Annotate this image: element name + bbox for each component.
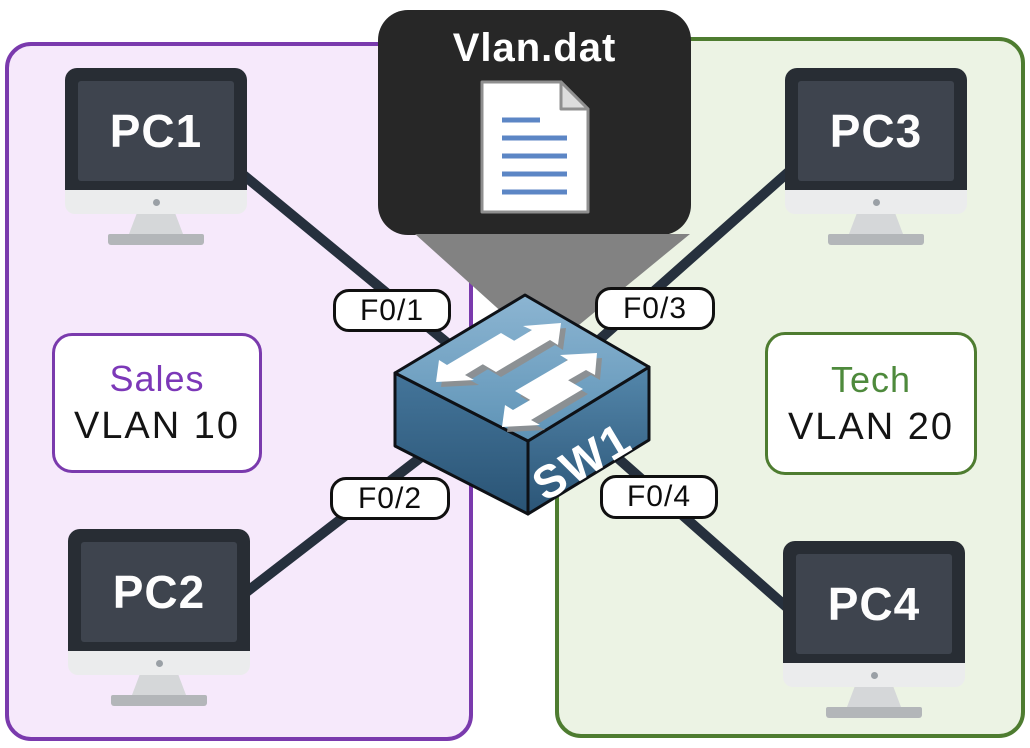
- vlan-dat-file-box: Vlan.dat: [378, 10, 691, 235]
- pc3-chin: [785, 190, 967, 214]
- pc1-monitor: PC1: [65, 68, 247, 190]
- tech-vlan-card: Tech VLAN 20: [765, 332, 977, 475]
- camera-dot-icon: [152, 198, 160, 206]
- port-label-text: F0/2: [357, 481, 423, 515]
- port-label-f0-3: F0/3: [595, 287, 715, 330]
- sales-team-name: Sales: [109, 358, 205, 399]
- pc3-base: [828, 234, 924, 245]
- pc1-stand: [129, 214, 183, 234]
- pc1-label: PC1: [78, 81, 234, 181]
- pc4-stand: [847, 687, 901, 707]
- camera-dot-icon: [870, 671, 878, 679]
- pc2-stand: [132, 675, 186, 695]
- pc2-node: PC2: [68, 529, 250, 706]
- pc3-node: PC3: [785, 68, 967, 245]
- sales-vlan-id: VLAN 10: [73, 405, 241, 447]
- pc4-monitor: PC4: [783, 541, 965, 663]
- vlan-dat-title: Vlan.dat: [452, 26, 617, 70]
- pc3-label: PC3: [798, 81, 954, 181]
- pc4-label: PC4: [796, 554, 952, 654]
- pc1-node: PC1: [65, 68, 247, 245]
- pc2-label: PC2: [81, 542, 237, 642]
- pc3-stand: [849, 214, 903, 234]
- port-label-f0-2: F0/2: [330, 477, 450, 520]
- port-label-f0-4: F0/4: [600, 475, 718, 519]
- pc2-monitor: PC2: [68, 529, 250, 651]
- arrow-ne-1: [479, 323, 561, 372]
- pc4-chin: [783, 663, 965, 687]
- pc4-node: PC4: [783, 541, 965, 718]
- document-icon: [480, 80, 589, 214]
- port-label-text: F0/4: [626, 480, 692, 513]
- pc1-base: [108, 234, 204, 245]
- pc2-chin: [68, 651, 250, 675]
- port-label-text: F0/1: [359, 293, 425, 327]
- tech-vlan-id: VLAN 20: [787, 405, 955, 448]
- sales-vlan-card: Sales VLAN 10: [52, 333, 262, 473]
- pc2-base: [111, 695, 207, 706]
- pc1-chin: [65, 190, 247, 214]
- pc3-monitor: PC3: [785, 68, 967, 190]
- port-label-text: F0/3: [622, 291, 688, 325]
- camera-dot-icon: [872, 198, 880, 206]
- pc4-base: [826, 707, 922, 718]
- tech-team-name: Tech: [830, 358, 912, 400]
- camera-dot-icon: [155, 659, 163, 667]
- port-label-f0-1: F0/1: [333, 289, 451, 332]
